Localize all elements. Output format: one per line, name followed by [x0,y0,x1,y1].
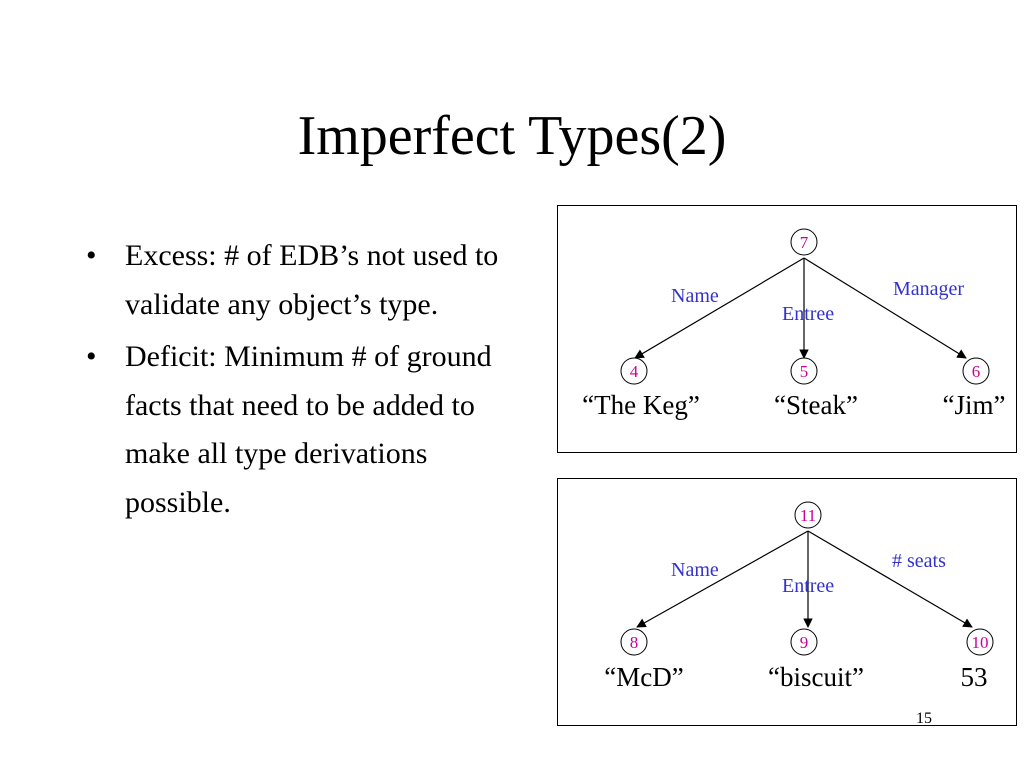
tree-diagram-panel-1: 7 4 5 6 Name Entree Manager “The Keg” “S… [557,205,1017,453]
child-node-label: 4 [630,362,639,381]
bullet-item-excess: • Excess: # of EDB’s not used to validat… [84,232,534,329]
node-value-label: “McD” [604,662,683,692]
slide-title: Imperfect Types(2) [297,105,727,167]
edge-name [636,530,809,628]
child-node [620,628,648,656]
root-node-label: 7 [800,233,809,252]
child-node [790,357,818,385]
child-node-label: 5 [800,362,809,381]
edge-label-manager: Manager [893,278,964,300]
child-node [962,357,990,385]
edge-seats [807,530,973,628]
page-number: 15 [916,710,932,727]
child-node-label: 10 [972,633,989,652]
child-node-label: 8 [630,633,639,652]
child-node [790,628,818,656]
bullet-text: Excess: # of EDB’s not used to validate … [125,239,499,321]
child-node-label: 9 [800,633,809,652]
node-value-label: “Jim” [943,390,1006,420]
child-node [966,628,994,656]
edge-label-name: Name [671,285,719,307]
edge-label-name: Name [671,559,719,581]
edge-name [634,257,805,359]
edge-label-entree: Entree [782,303,834,325]
edge-label-entree: Entree [782,575,834,597]
tree-diagram-1: 7 4 5 6 Name Entree Manager “The Keg” “S… [582,228,1006,420]
root-node [794,501,822,529]
node-value-label: “biscuit” [768,662,864,692]
edge-manager [803,257,967,359]
bullet-text: Deficit: Minimum # of ground facts that … [125,340,492,519]
node-value-label: “The Keg” [582,390,700,420]
root-node [790,228,818,256]
bullet-list: • Excess: # of EDB’s not used to validat… [84,232,534,531]
edge-label-seats: # seats [892,550,946,572]
tree-diagram-2: 11 8 9 10 Name Entree # seats “McD” “bis… [604,501,994,692]
bullet-item-deficit: • Deficit: Minimum # of ground facts tha… [84,333,534,527]
bullet-mark: • [86,239,97,272]
root-node-label: 11 [800,506,816,525]
node-value-label: “Steak” [774,390,858,420]
child-node [620,357,648,385]
child-node-label: 6 [972,362,981,381]
bullet-mark: • [86,340,97,373]
tree-diagram-panel-2: 11 8 9 10 Name Entree # seats “McD” “bis… [557,478,1017,726]
node-value-label: 53 [961,662,988,692]
